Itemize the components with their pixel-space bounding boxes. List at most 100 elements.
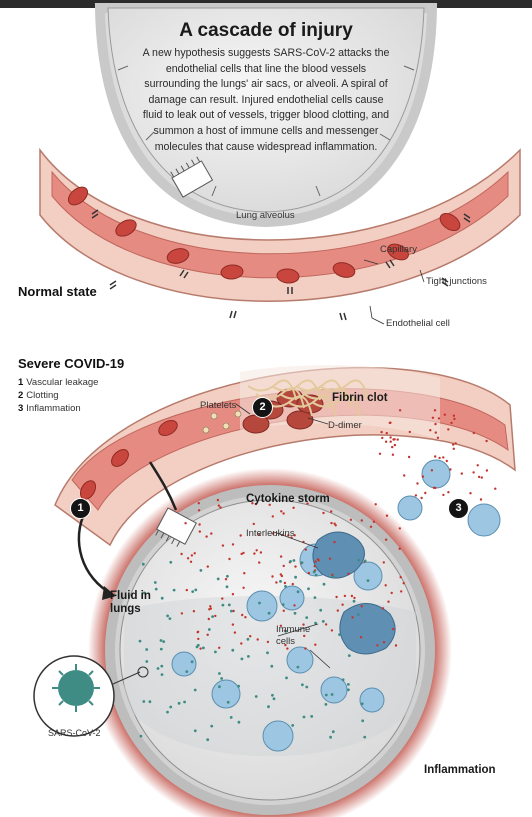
cytokine-dot [400,590,403,593]
fluid-dot [193,729,197,733]
cytokine-dot [271,575,274,578]
cytokine-dot [402,582,405,585]
fluid-dot [202,646,205,650]
cytokine-dot [382,561,385,564]
fluid-dot [330,693,334,696]
fluid-dot [319,608,323,612]
cytokine-dot [392,627,395,631]
immune-cell [353,561,383,591]
fluid-dot [183,700,187,704]
fluid-dot [185,670,189,673]
cytokine-dot [196,631,199,634]
cytokine-dot [244,616,247,619]
cytokine-dot [331,573,334,576]
fluid-dot [310,715,314,718]
cytokine-dot [359,636,363,639]
fluid-dot [279,580,282,583]
fluid-dot [190,660,194,664]
cytokine-dot [240,642,243,645]
cytokine-dot [385,431,388,435]
cytokine-dot [450,421,453,425]
cytokine-dot [268,503,271,506]
cytokine-dot [349,518,353,521]
label-lung-alveolus: Lung alveolus [236,210,295,221]
cytokine-dot [449,468,452,471]
cytokine-dot [431,416,435,419]
fluid-dot [289,560,292,563]
fluid-dot [321,620,325,623]
fluid-dot [226,574,229,578]
cytokine-dot [494,487,497,490]
cytokine-dot [231,543,235,546]
cytokine-dot [385,514,389,517]
cytokine-dot [256,638,259,641]
fluid-dot [160,596,164,600]
cytokine-dot [391,445,394,449]
cytokine-dot [421,475,425,478]
red-blood-cell [439,212,461,232]
fluid-dot [199,569,203,572]
red-blood-cell [67,186,89,206]
fluid-dot [267,705,270,709]
cytokine-dot [430,469,434,472]
cytokine-dot [231,593,235,596]
fluid-dot [207,628,211,631]
cytokine-dot [341,603,344,606]
fluid-dot [314,621,317,625]
cytokine-dot [206,565,209,568]
fluid-dot [194,588,198,592]
fluid-dot [166,614,170,618]
cytokine-dot [347,572,350,575]
leader-line [307,417,329,425]
cytokine-dot [381,607,385,610]
label-capillary: Capillary [380,244,417,255]
cytokine-dot [189,560,193,563]
fluid-dot [247,655,250,658]
fluid-dot [347,688,350,692]
fluid-dot [226,700,230,704]
cytokine-dot [258,561,261,564]
fibrin-strand [279,387,329,409]
cytokine-dot [190,554,194,557]
cytokine-dot [424,491,427,495]
fibrin-strand [247,379,297,401]
label-cytokine-storm: Cytokine storm [246,493,330,505]
cytokine-dot [280,510,283,513]
cytokine-dot [374,503,377,506]
cytokine-dot [199,647,202,650]
fluid-dot [214,650,217,654]
fluid-dot [172,588,176,592]
fluid-dot [360,702,364,706]
cytokine-dot [186,557,190,560]
cytokine-dot [472,471,475,474]
fluid-dot [229,716,233,719]
cytokine-dot [282,609,285,612]
cytokine-dot [197,502,200,505]
cytokine-dot [384,440,388,443]
fibrin-strand [319,379,369,401]
cytokine-dot [243,572,246,575]
fluid-dot [352,599,356,603]
leader-line [369,305,385,325]
fluid-dot [363,735,367,739]
leader-line [419,269,425,283]
cytokine-dot [255,549,258,552]
cytokine-dot [476,464,479,467]
cytokine-dot [391,453,395,456]
cytokine-dot [485,469,489,472]
fluid-dot [159,647,163,651]
fluid-dot [322,582,326,586]
label-tight-junctions: Tight junctions [426,276,487,287]
fluid-dot [357,558,360,562]
label-platelets: Platelets [200,400,237,411]
fluid-dot [271,693,274,697]
red-blood-cell [115,219,137,237]
fluid-dot [139,734,143,738]
heading-normal-state: Normal state [18,284,97,299]
fluid-dot [218,672,221,675]
cytokine-dot [205,535,208,538]
fluid-dot [366,579,370,582]
cytokine-dot [442,493,445,497]
